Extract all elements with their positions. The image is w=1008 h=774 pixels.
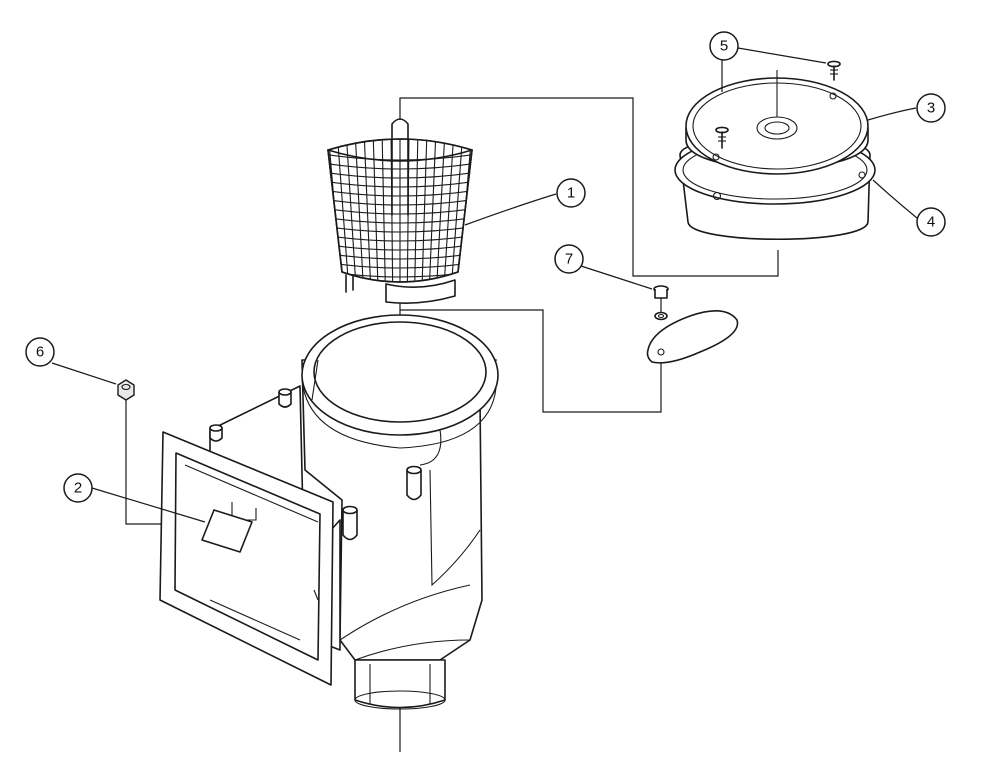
- callout-5-label: 5: [720, 38, 728, 55]
- callout-2-label: 2: [74, 480, 82, 497]
- callout-4-label: 4: [927, 214, 935, 231]
- callout-6: 6: [25, 337, 55, 367]
- weir-door: [201, 509, 253, 553]
- skimmer-basket: [327, 118, 473, 304]
- screw-right: [827, 60, 841, 81]
- callout-6-label: 6: [36, 344, 44, 361]
- basket-handle: [391, 118, 409, 216]
- callout-3-label: 3: [927, 100, 935, 117]
- basket-mesh: [328, 139, 472, 282]
- callout-1: 1: [556, 178, 586, 208]
- skimmer-lid-assembly: [674, 70, 876, 240]
- callout-7-label: 7: [565, 251, 573, 268]
- hex-nut: [117, 379, 135, 401]
- callout-1-label: 1: [567, 185, 575, 202]
- weir-flap: [646, 285, 739, 364]
- skimmer-faceplate: [159, 431, 334, 686]
- callout-3: 3: [916, 93, 946, 123]
- callout-7: 7: [554, 244, 584, 274]
- lid-screws: [715, 60, 841, 149]
- screw-left: [715, 126, 729, 149]
- callout-4: 4: [916, 207, 946, 237]
- callout-leaders: [51, 47, 918, 523]
- callout-5: 5: [709, 31, 739, 61]
- mounting-posts: [209, 388, 422, 541]
- callout-2: 2: [63, 473, 93, 503]
